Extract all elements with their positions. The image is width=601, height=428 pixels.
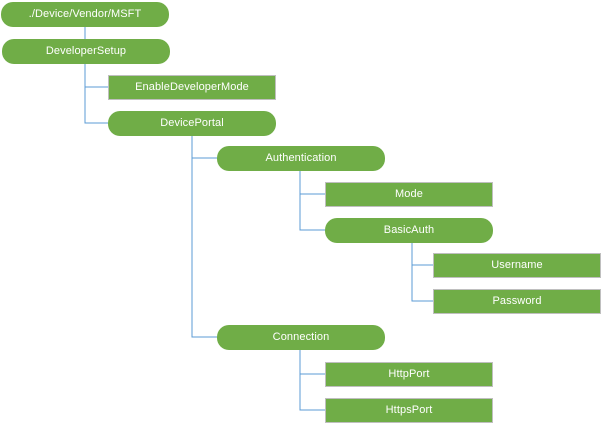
connector-authentication-to-mode (299, 171, 325, 195)
tree-node-developersetup[interactable]: DeveloperSetup (2, 39, 170, 64)
connector-developersetup-trunk (84, 64, 108, 88)
tree-node-label: BasicAuth (383, 224, 435, 236)
tree-node-deviceportal[interactable]: DevicePortal (108, 111, 276, 136)
tree-node-httpport[interactable]: HttpPort (325, 362, 493, 387)
connector-authentication-to-basicauth (299, 171, 325, 231)
tree-node-label: HttpPort (388, 368, 430, 380)
tree-node-label: DevicePortal (160, 117, 224, 129)
tree-node-label: Connection (272, 331, 330, 343)
tree-node-mode[interactable]: Mode (325, 182, 493, 207)
connector-connection-to-httpsport (299, 350, 325, 411)
tree-node-label: HttpsPort (385, 404, 433, 416)
tree-node-label: Mode (395, 188, 423, 200)
connector-basicauth-to-username (411, 243, 433, 266)
tree-node-label: Password (492, 295, 542, 307)
tree-node-label: Authentication (265, 152, 337, 164)
tree-node-label: DeveloperSetup (45, 45, 127, 57)
connector-deviceportal-to-connection (191, 136, 217, 338)
tree-node-label: EnableDeveloperMode (135, 81, 249, 93)
tree-node-authentication[interactable]: Authentication (217, 146, 385, 171)
connector-basicauth-to-password (411, 243, 433, 302)
tree-node-httpsport[interactable]: HttpsPort (325, 398, 493, 423)
tree-node-connection[interactable]: Connection (217, 325, 385, 350)
tree-node-username[interactable]: Username (433, 253, 601, 278)
tree-node-label: Username (491, 259, 543, 271)
tree-node-label: ./Device/Vendor/MSFT (28, 8, 142, 20)
tree-node-enabledevelopermode[interactable]: EnableDeveloperMode (108, 75, 276, 100)
connector-developersetup-to-deviceportal (84, 64, 108, 124)
connector-connection-to-httpport (299, 350, 325, 375)
connector-deviceportal-to-authentication (191, 136, 217, 159)
tree-node-basicauth[interactable]: BasicAuth (325, 218, 493, 243)
tree-node-password[interactable]: Password (433, 289, 601, 314)
tree-node-root[interactable]: ./Device/Vendor/MSFT (1, 2, 169, 27)
